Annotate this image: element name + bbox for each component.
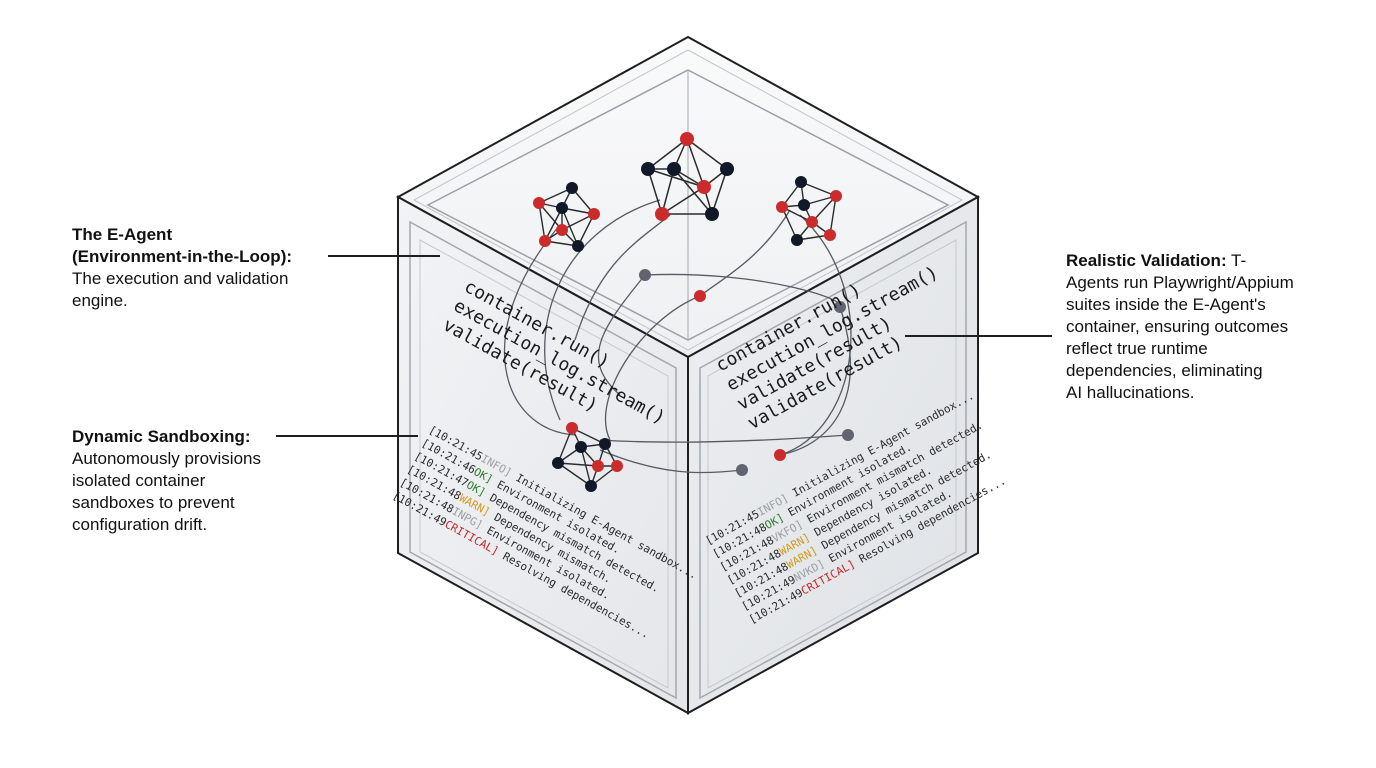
callout-title: The E-Agent <box>72 225 173 244</box>
curve <box>574 214 671 341</box>
callout-body-line: Agents run Playwright/Appium <box>1066 273 1294 292</box>
connection-curves <box>503 199 852 474</box>
network-node <box>697 180 711 194</box>
curve <box>599 434 849 443</box>
callout-body-line: isolated container <box>72 471 206 490</box>
network-node <box>611 460 623 472</box>
callout-body-line: engine. <box>72 291 128 310</box>
network-node <box>720 162 734 176</box>
network-top-left <box>533 182 600 252</box>
network-node <box>575 441 587 453</box>
network-node <box>556 224 568 236</box>
network-node <box>667 162 681 176</box>
callout-title: (Environment-in-the-Loop): <box>72 247 293 266</box>
callout-body-line: suites inside the E-Agent's <box>1066 295 1266 314</box>
network-node <box>830 190 842 202</box>
callout-sandboxing: Dynamic Sandboxing: Autonomously provisi… <box>72 426 282 536</box>
network-node <box>655 207 669 221</box>
callout-body-line: sandboxes to prevent <box>72 493 235 512</box>
left-inner-frame-2 <box>419 239 669 689</box>
network-node <box>795 176 807 188</box>
network-node <box>552 457 564 469</box>
loose-node <box>639 269 651 281</box>
network-node <box>599 438 611 450</box>
network-node <box>791 234 803 246</box>
network-node <box>556 202 568 214</box>
network-node <box>566 422 578 434</box>
callout-e-agent: The E-Agent (Environment-in-the-Loop): T… <box>72 224 332 312</box>
network-node <box>588 208 600 220</box>
curve <box>544 199 661 421</box>
left-inner-frame <box>409 220 677 700</box>
curve <box>599 449 743 474</box>
callout-body-line: The execution and validation <box>72 269 289 288</box>
curve <box>604 295 701 441</box>
right-inner-frame <box>699 220 967 700</box>
callout-body-line: Autonomously provisions <box>72 449 261 468</box>
callout-body-line: configuration drift. <box>72 515 208 534</box>
network-node <box>592 460 604 472</box>
network-node <box>641 162 655 176</box>
callout-validation: Realistic Validation: T- Agents run Play… <box>1066 250 1356 404</box>
network-node <box>776 201 788 213</box>
network-node <box>798 199 810 211</box>
loose-node <box>774 449 786 461</box>
network-node <box>705 207 719 221</box>
loose-node <box>736 464 748 476</box>
callout-body-line: reflect true runtime <box>1066 339 1208 358</box>
callout-body-line: AI hallucinations. <box>1066 383 1195 402</box>
network-node <box>539 235 551 247</box>
callout-body-line: container, ensuring outcomes <box>1066 317 1289 336</box>
network-top-right <box>776 176 842 246</box>
callout-body-line: dependencies, eliminating <box>1066 361 1263 380</box>
right-inner-frame-2 <box>707 239 957 689</box>
loose-node <box>694 290 706 302</box>
curve <box>699 209 791 297</box>
network-top-center <box>641 132 734 221</box>
network-node <box>566 182 578 194</box>
network-center <box>552 422 623 492</box>
network-node <box>533 197 545 209</box>
curve <box>597 274 646 396</box>
network-node <box>806 216 818 228</box>
curve <box>503 224 576 436</box>
callout-title: Dynamic Sandboxing: <box>72 427 251 446</box>
network-node <box>572 240 584 252</box>
top-inner-frame-2 <box>412 49 964 351</box>
curve <box>779 306 851 456</box>
cube-right-face <box>687 195 979 715</box>
network-node <box>824 229 836 241</box>
loose-node <box>842 429 854 441</box>
network-node <box>585 480 597 492</box>
network-node <box>680 132 694 146</box>
callout-title: Realistic Validation: T- <box>1066 251 1247 270</box>
loose-node <box>834 301 846 313</box>
